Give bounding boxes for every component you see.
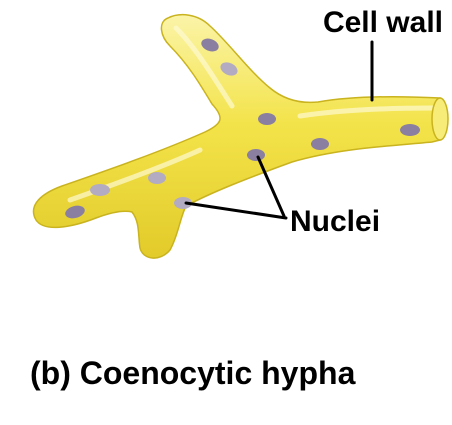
nucleus [400, 124, 420, 136]
nuclei-leader-line-upper [256, 155, 286, 218]
nucleus [90, 184, 110, 196]
cell-wall-label: Cell wall [323, 6, 443, 39]
nucleus [65, 205, 85, 219]
nucleus [174, 197, 192, 209]
hypha-highlight [67, 25, 435, 203]
nuclei-leader-line-lower [184, 201, 288, 220]
hypha-cut-end [431, 97, 449, 141]
nucleus [148, 172, 166, 184]
nuclei-label: Nuclei [290, 205, 380, 238]
leader-lines [184, 40, 374, 220]
hypha-body [32, 13, 441, 259]
nuclei-group [65, 38, 420, 219]
nucleus [220, 62, 238, 76]
nucleus [247, 149, 265, 161]
nucleus [201, 38, 219, 52]
nucleus [258, 113, 276, 125]
diagram-caption: (b) Coenocytic hypha [30, 355, 356, 391]
nucleus [311, 138, 329, 150]
